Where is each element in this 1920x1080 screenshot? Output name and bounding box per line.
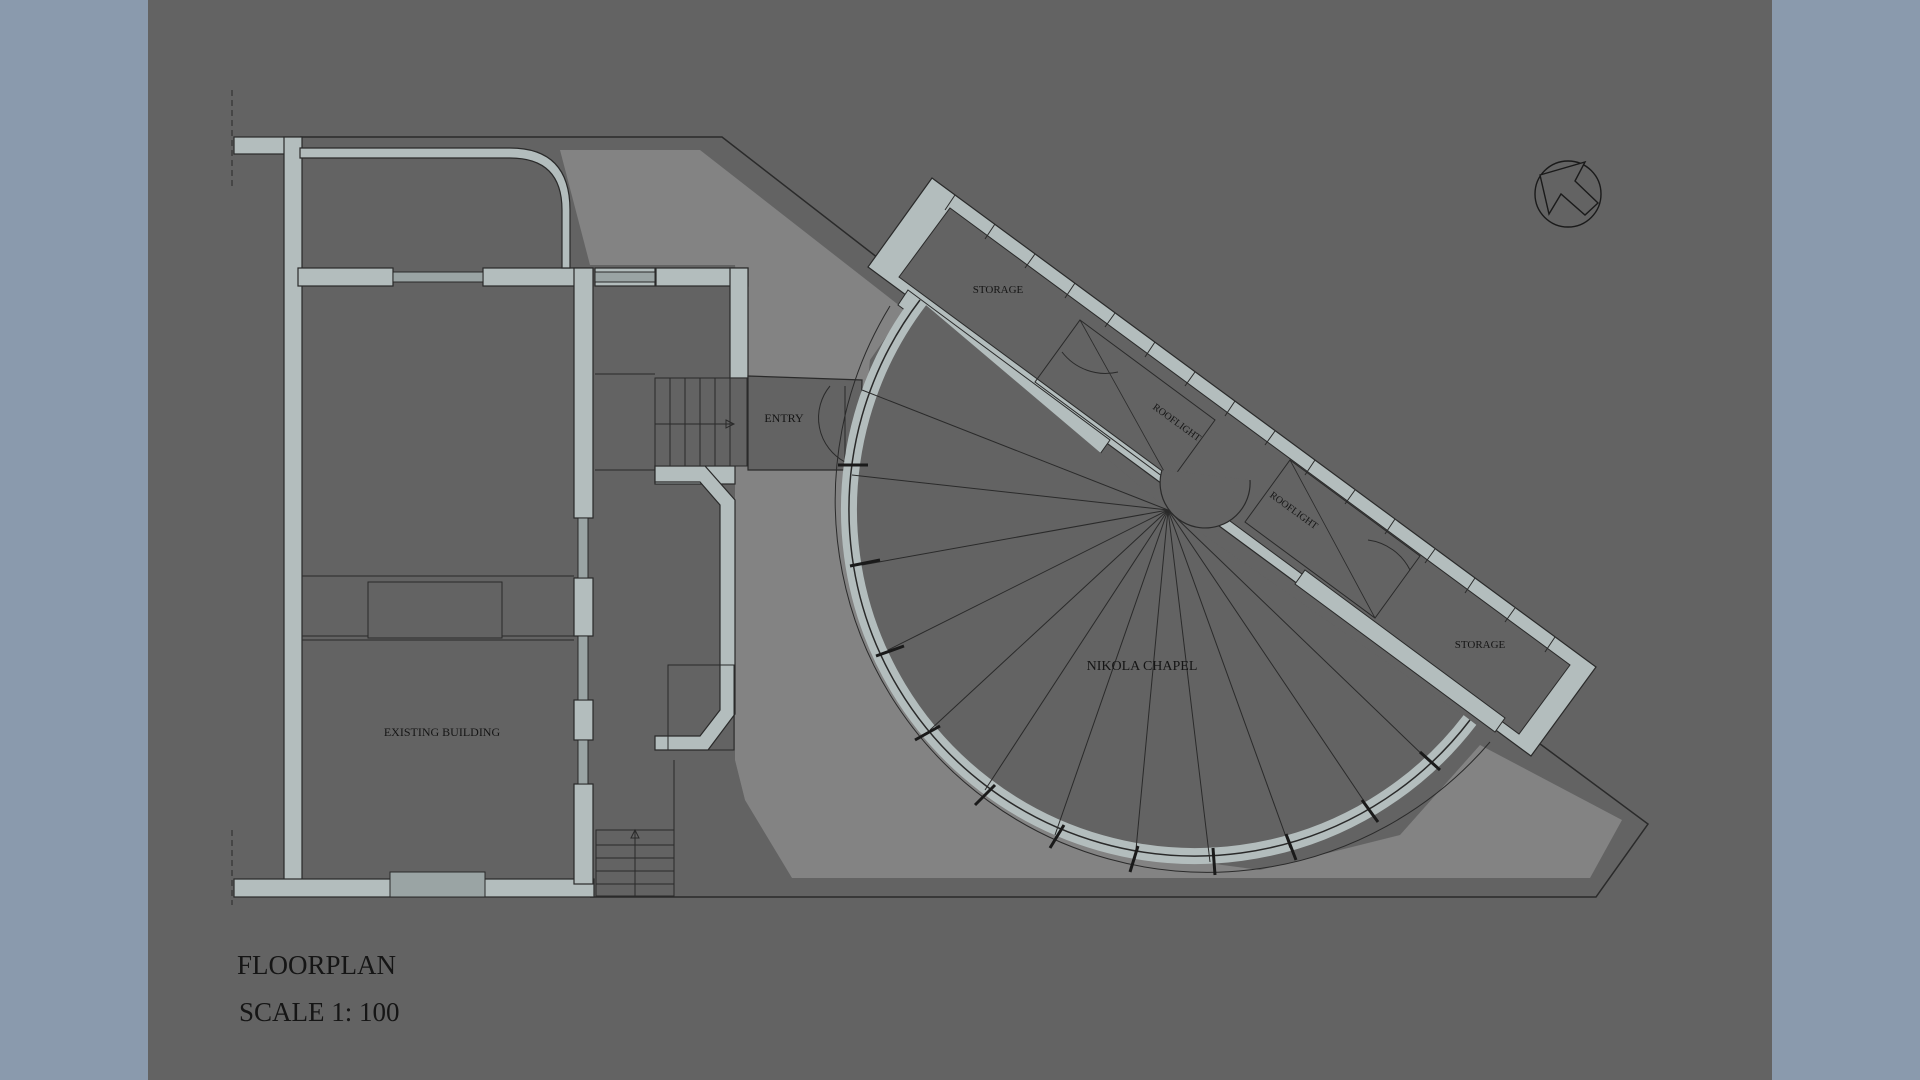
label-existing-building: EXISTING BUILDING <box>384 725 501 739</box>
entry-corridor <box>747 375 863 471</box>
door-swing-icon <box>1061 351 1119 374</box>
interior-fittings <box>302 575 735 751</box>
drawing-scale: SCALE 1: 100 <box>239 997 400 1027</box>
chapel-roof-ribs <box>851 389 1431 863</box>
stair-up-arrow-icon <box>725 419 736 429</box>
label-storage-bottom: STORAGE <box>1455 639 1506 651</box>
site-boundary-bottom <box>590 734 1650 898</box>
label-entry: ENTRY <box>764 411 804 425</box>
chapel <box>834 295 1491 876</box>
drawing-title: FLOORPLAN <box>237 950 396 980</box>
door-swing-icon <box>1367 539 1411 571</box>
existing-building-windows <box>389 271 656 898</box>
label-storage-top: STORAGE <box>973 284 1024 296</box>
chapel-altar <box>1159 469 1251 529</box>
door-swing-icon <box>818 385 846 463</box>
site-boundary-top <box>300 136 879 259</box>
entry-stairs <box>595 373 748 471</box>
courtyard <box>560 150 1622 878</box>
stair-up-arrow-icon <box>630 828 640 839</box>
label-nikola-chapel: NIKOLA CHAPEL <box>1087 659 1198 674</box>
north-arrow-icon <box>1534 160 1602 228</box>
existing-building-walls <box>233 136 749 898</box>
chapel-mullions <box>838 463 1442 876</box>
